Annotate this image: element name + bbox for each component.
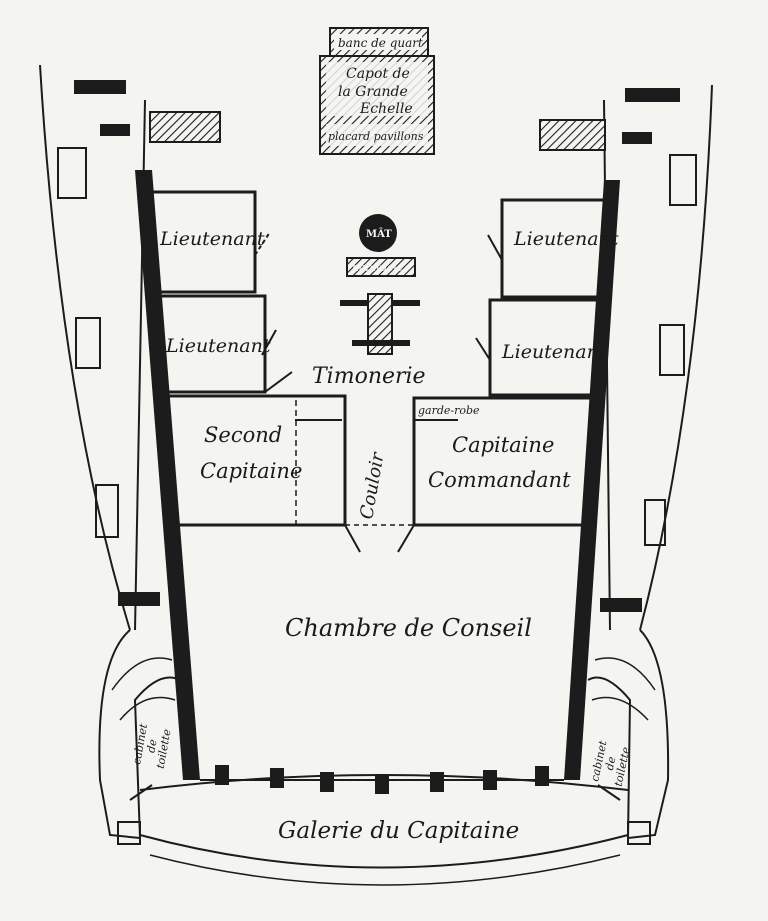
timonerie-label: Timonerie (312, 364, 426, 389)
capitaine-commandant-label-1: Capitaine (452, 433, 554, 457)
stern-posts (215, 765, 549, 794)
cabinet-toilette-left-3: toilette (154, 728, 174, 770)
mast (359, 214, 397, 252)
mat-label: MÂT (366, 228, 392, 240)
cannon-left-bottom (118, 592, 160, 606)
placard-label: placard pavillons (328, 130, 424, 143)
banc-de-quart-label: banc de quart (338, 36, 423, 50)
second-capitaine-label-1: Second (204, 423, 282, 447)
capot-label-1: Capot de (346, 66, 410, 82)
couloir-label: Couloir (356, 450, 389, 521)
lieutenant-label-top-left: Lieutenant (159, 228, 265, 250)
labels: banc de quart Capot de la Grande Echelle… (130, 36, 633, 844)
chambre-de-conseil-label: Chambre de Conseil (285, 614, 532, 642)
capot-label-2: la Grande (338, 84, 408, 100)
lieutenant-label-middle-left: Lieutenant (165, 335, 271, 357)
capot-grande-echelle (319, 27, 435, 155)
galerie-du-capitaine-label: Galerie du Capitaine (278, 818, 519, 844)
capot-label-3: Echelle (359, 101, 413, 117)
cannon-right-bottom (600, 598, 642, 612)
second-capitaine-label-2: Capitaine (200, 459, 302, 483)
habitacle-box (346, 257, 416, 277)
door-swings (129, 231, 621, 801)
garde-robe-label: garde-robe (418, 404, 480, 417)
cannon-right-top (539, 88, 680, 151)
cabinet-toilette-right-2: de (603, 755, 619, 771)
lieutenant-label-middle-right: Lieutenant (501, 341, 607, 363)
gun-ports (57, 147, 697, 546)
habitacle-label: habitacle (352, 261, 404, 274)
capitaine-commandant-label-2: Commandant (428, 468, 571, 492)
cabinet-toilette-left-2: de (144, 738, 159, 754)
bulkhead-walls (135, 170, 620, 780)
capstan (340, 293, 420, 355)
cannon-left-top (74, 80, 221, 143)
lieutenant-label-top-right: Lieutenant (513, 228, 619, 250)
